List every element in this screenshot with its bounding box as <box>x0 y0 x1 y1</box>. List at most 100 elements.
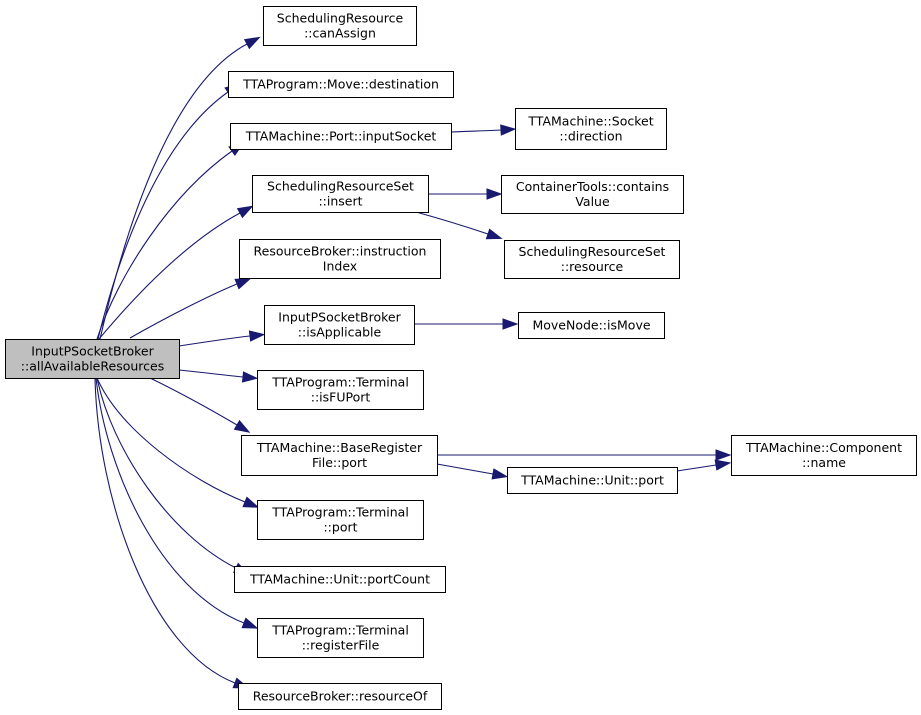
node-componentName[interactable]: TTAMachine::Component::name <box>731 435 917 476</box>
edge-arrowhead <box>236 205 254 219</box>
node-label-line: TTAMachine::BaseRegister <box>256 440 423 455</box>
node-label-line: TTAMachine::Unit::port <box>520 473 664 488</box>
node-label-line: InputPSocketBroker <box>278 310 401 325</box>
edge-line <box>97 91 229 340</box>
edge-line <box>415 211 489 235</box>
edge-root-to-insert <box>98 205 254 340</box>
edge-unitPort-to-componentName <box>676 459 732 472</box>
node-label-line: ::insert <box>318 194 362 209</box>
edge-line <box>129 283 238 339</box>
node-root[interactable]: InputPSocketBroker::allAvailableResource… <box>5 339 180 379</box>
node-box <box>257 370 424 410</box>
edge-root-to-resourceOf <box>94 377 250 689</box>
edge-line <box>450 129 502 133</box>
node-isFUPort[interactable]: TTAProgram::Terminal::isFUPort <box>257 370 424 410</box>
edge-root-to-terminalPort <box>96 377 260 508</box>
node-isApplicable[interactable]: InputPSocketBroker::isApplicable <box>264 305 415 345</box>
node-box <box>501 175 684 214</box>
node-box <box>239 239 441 279</box>
node-label-line: ::allAvailableResources <box>21 359 164 374</box>
node-label-line: ::resource <box>561 259 624 274</box>
edge-isApplicable-to-isMove <box>414 318 519 330</box>
node-label-line: ::isFUPort <box>311 390 371 405</box>
edge-line <box>436 463 494 475</box>
node-label-line: SchedulingResource <box>277 11 404 26</box>
node-registerFile[interactable]: TTAProgram::Terminal::registerFile <box>257 618 424 658</box>
node-box <box>518 312 665 339</box>
edge-root-to-portCount <box>96 377 250 575</box>
node-portCount[interactable]: TTAMachine::Unit::portCount <box>234 566 446 593</box>
edge-arrowhead <box>241 617 259 629</box>
edge-line <box>96 150 233 340</box>
node-label-line: SchedulingResourceSet <box>267 179 414 194</box>
node-box <box>515 108 667 150</box>
edge-line <box>95 377 245 624</box>
edge-root-to-isApplicable <box>178 330 266 347</box>
edge-arrowhead <box>714 459 732 471</box>
edge-line <box>149 377 238 426</box>
node-insert[interactable]: SchedulingResourceSet::insert <box>252 175 429 213</box>
node-isMove[interactable]: MoveNode::isMove <box>518 312 665 339</box>
edge-arrowhead <box>243 36 261 50</box>
node-label-line: MoveNode::isMove <box>532 318 650 333</box>
node-direction[interactable]: TTAMachine::Socket::direction <box>515 108 667 150</box>
node-label-line: TTAMachine::Unit::portCount <box>249 572 430 587</box>
node-label-line: ::canAssign <box>304 26 376 41</box>
edge-line <box>96 377 246 503</box>
node-box <box>263 6 417 46</box>
node-box <box>731 435 917 476</box>
edge-arrowhead <box>485 228 503 240</box>
node-label-line: ContainerTools::contains <box>516 179 669 194</box>
node-label-line: File::port <box>312 455 367 470</box>
edge-arrowhead <box>241 371 259 383</box>
edge-brfPort-to-componentName <box>436 449 732 461</box>
edge-root-to-instructionIndex <box>129 278 252 339</box>
node-label-line: TTAProgram::Terminal <box>271 505 409 520</box>
node-inputSocket[interactable]: TTAMachine::Port::inputSocket <box>230 123 452 150</box>
node-terminalPort[interactable]: TTAProgram::Terminal::port <box>257 500 424 540</box>
edge-arrowhead <box>502 318 519 330</box>
node-label-line: ResourceBroker::instruction <box>254 244 427 259</box>
nodes-layer: InputPSocketBroker::allAvailableResource… <box>5 6 917 710</box>
edge-arrowhead <box>715 449 732 461</box>
node-box <box>238 683 442 710</box>
edge-line <box>96 377 237 569</box>
edge-line <box>676 464 717 472</box>
node-box <box>257 500 424 540</box>
edge-arrowhead <box>248 330 266 342</box>
node-unitPort[interactable]: TTAMachine::Unit::port <box>507 467 678 494</box>
edge-root-to-canAssign <box>99 36 261 340</box>
node-label-line: InputPSocketBroker <box>31 344 154 359</box>
node-box <box>264 305 415 345</box>
node-resource[interactable]: SchedulingResourceSet::resource <box>504 240 680 279</box>
node-label-line: TTAProgram::Move::destination <box>242 77 439 92</box>
node-label-line: TTAProgram::Terminal <box>271 623 409 638</box>
node-label-line: ::name <box>802 455 846 470</box>
node-resourceOf[interactable]: ResourceBroker::resourceOf <box>238 683 442 710</box>
edge-line <box>99 43 248 340</box>
node-canAssign[interactable]: SchedulingResource::canAssign <box>263 6 417 46</box>
edge-arrowhead <box>242 496 260 508</box>
edge-insert-to-containsValue <box>427 188 503 200</box>
node-box <box>230 123 452 150</box>
edge-line <box>94 377 236 684</box>
node-box <box>257 618 424 658</box>
node-label-line: TTAProgram::Terminal <box>271 375 409 390</box>
node-label-line: ::registerFile <box>302 638 380 653</box>
node-label-line: ::direction <box>559 129 622 144</box>
edge-arrowhead <box>491 468 509 480</box>
edge-root-to-inputSocket <box>96 142 245 340</box>
edge-arrowhead <box>233 419 251 433</box>
node-label-line: TTAMachine::Socket <box>527 114 653 129</box>
edge-inputSocket-to-direction <box>450 124 517 136</box>
node-destination[interactable]: TTAProgram::Move::destination <box>228 71 454 98</box>
node-box <box>241 435 438 476</box>
node-box <box>228 71 454 98</box>
node-label-line: Index <box>323 259 357 274</box>
node-label-line: Value <box>575 194 610 209</box>
node-box <box>252 175 429 213</box>
node-label-line: ResourceBroker::resourceOf <box>253 689 428 704</box>
